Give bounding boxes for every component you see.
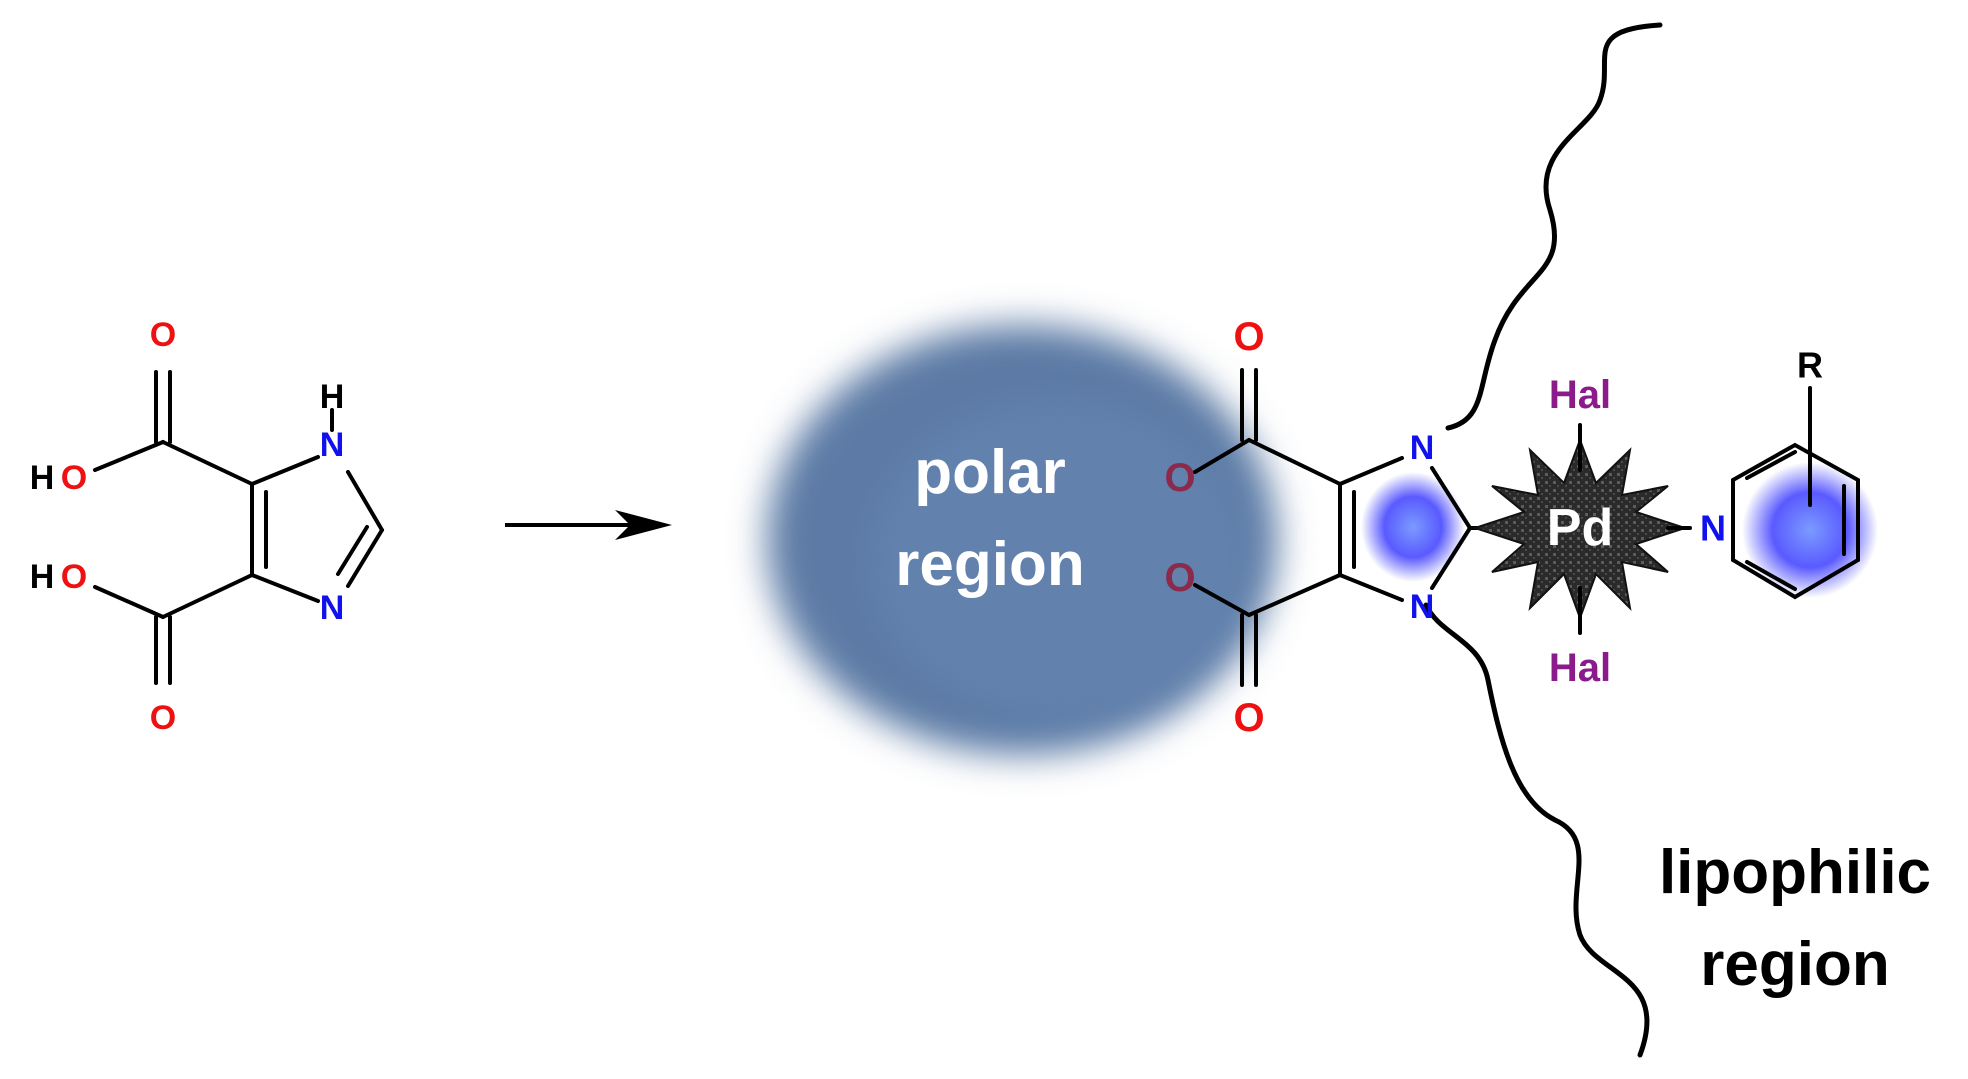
oxygen-atom: O <box>1233 696 1264 740</box>
lipophilic-region: lipophilic region <box>1659 838 1931 999</box>
nitrogen-atom: N <box>1700 508 1726 549</box>
polar-region-label: polar <box>914 438 1066 507</box>
lipophilic-region-label: region <box>1700 930 1889 999</box>
oxygen-atom: O <box>1164 456 1195 500</box>
alkyl-chain-top <box>1445 22 1663 431</box>
halide-atom: Hal <box>1549 646 1611 690</box>
nitrogen-atom: N <box>320 426 345 464</box>
hydrogen-atom: H <box>30 459 55 497</box>
alkyl-chain-bottom <box>1423 602 1650 1058</box>
oxygen-atom: O <box>61 459 87 497</box>
nitrogen-atom: N <box>1410 429 1435 467</box>
nitrogen-atom: N <box>320 589 345 627</box>
halide-atom: Hal <box>1549 373 1611 417</box>
oxygen-atom: O <box>150 699 176 737</box>
substituent-label: R <box>1797 345 1823 386</box>
oxygen-atom: O <box>61 558 87 596</box>
palladium-atom: Pd <box>1547 499 1613 557</box>
hydrogen-atom: H <box>320 378 345 416</box>
polar-region: polar region <box>767 325 1277 755</box>
oxygen-atom: O <box>1233 315 1264 359</box>
oxygen-atom: O <box>1164 556 1195 600</box>
polar-region-label: region <box>895 530 1084 599</box>
right-molecule: O O O O N N Pd Hal Hal N R <box>1164 22 1878 1058</box>
left-molecule: O O H O H O H N N <box>30 316 384 737</box>
lipophilic-region-label: lipophilic <box>1659 838 1931 907</box>
hydrogen-atom: H <box>30 558 55 596</box>
oxygen-atom: O <box>150 316 176 354</box>
nitrogen-atom: N <box>1410 588 1435 626</box>
right-arrow-icon <box>505 510 672 540</box>
